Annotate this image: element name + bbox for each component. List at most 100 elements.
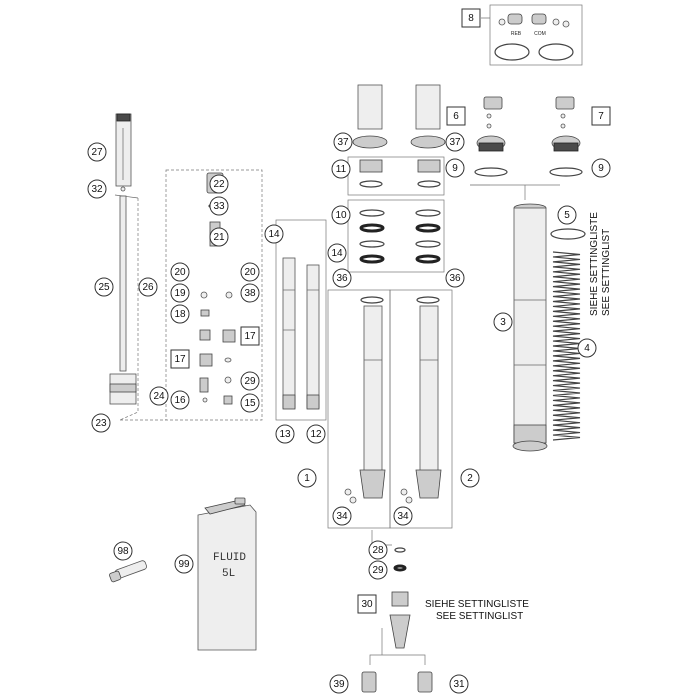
- callout-6: 6: [446, 106, 466, 126]
- callout-28: 28: [368, 540, 388, 560]
- callout-11: 11: [331, 159, 351, 179]
- spring-note-de: SIEHE SETTINGLISTE: [589, 212, 600, 316]
- callout-number: 30: [361, 599, 373, 610]
- inner-tube: [512, 203, 548, 452]
- callout-14: 14: [264, 224, 284, 244]
- spring-note-en: SEE SETTINGLIST: [601, 229, 612, 316]
- fluid-label-line1: FLUID: [213, 552, 246, 564]
- outer-tube-right: [400, 296, 442, 504]
- callout-number: 9: [452, 163, 458, 174]
- callout-13: 13: [275, 424, 295, 444]
- compression-knob-label: COM: [534, 31, 546, 37]
- callout-3: 3: [493, 312, 513, 332]
- callout-22: 22: [209, 174, 229, 194]
- callout-27: 27: [87, 142, 107, 162]
- callout-number: 98: [117, 546, 129, 557]
- callout-36: 36: [332, 268, 352, 288]
- callout-number: 20: [244, 267, 256, 278]
- callout-number: 22: [213, 179, 225, 190]
- callout-number: 16: [174, 395, 186, 406]
- fork-top-cap-right: [549, 96, 583, 177]
- callout-18: 18: [170, 304, 190, 324]
- setting-notes: SIEHE SETTINGLISTE SEE SETTINGLIST SIEHE…: [425, 212, 612, 622]
- callout-number: 19: [174, 288, 186, 299]
- callout-number: 21: [213, 232, 225, 243]
- callout-number: 29: [244, 376, 256, 387]
- callout-29: 29: [368, 560, 388, 580]
- fork-top-cap-left: [474, 96, 508, 177]
- callout-2: 2: [460, 468, 480, 488]
- callout-16: 16: [170, 390, 190, 410]
- part-drawings: REB COM: [109, 13, 586, 693]
- callout-number: 4: [584, 343, 590, 354]
- grease-tube: [109, 560, 147, 583]
- callout-number: 17: [174, 354, 186, 365]
- callout-9: 9: [591, 158, 611, 178]
- callout-37: 37: [445, 132, 465, 152]
- callout-15: 15: [240, 393, 260, 413]
- callout-19: 19: [170, 283, 190, 303]
- callout-number: 23: [95, 418, 107, 429]
- adjuster-knob-kit: REB COM: [494, 13, 574, 61]
- callout-4: 4: [577, 338, 597, 358]
- callout-5: 5: [557, 205, 577, 225]
- callout-99: 99: [174, 554, 194, 574]
- callout-number: 36: [336, 273, 348, 284]
- callout-33: 33: [209, 196, 229, 216]
- callout-17: 17: [170, 349, 190, 369]
- callout-31: 31: [449, 674, 469, 694]
- group-frames: [114, 4, 583, 665]
- callout-36: 36: [445, 268, 465, 288]
- fork-spring: [552, 251, 581, 441]
- callout-number: 14: [268, 229, 280, 240]
- callout-number: 24: [153, 391, 165, 402]
- callout-number: 39: [333, 679, 345, 690]
- callout-number: 3: [500, 317, 506, 328]
- callout-number: 17: [244, 331, 256, 342]
- callout-9: 9: [445, 158, 465, 178]
- callout-1: 1: [297, 468, 317, 488]
- seal-set-10: [359, 209, 441, 264]
- outer-tube-left: [344, 296, 386, 504]
- callout-number: 31: [453, 679, 465, 690]
- callout-number: 33: [213, 201, 225, 212]
- callout-30: 30: [357, 594, 377, 614]
- callout-number: 26: [142, 282, 154, 293]
- piston-note-en: SEE SETTINGLIST: [436, 611, 523, 622]
- callout-number: 27: [91, 147, 103, 158]
- callout-number: 6: [453, 111, 459, 122]
- callout-number: 29: [372, 565, 384, 576]
- callout-34: 34: [332, 506, 352, 526]
- callout-number: 11: [336, 164, 347, 175]
- callout-39: 39: [329, 674, 349, 694]
- callout-number: 8: [468, 13, 474, 24]
- callout-12: 12: [306, 424, 326, 444]
- callout-number: 2: [467, 473, 473, 484]
- piston-note-de: SIEHE SETTINGLISTE: [425, 599, 529, 610]
- callout-20: 20: [240, 262, 260, 282]
- callout-number: 20: [174, 267, 186, 278]
- fluid-label-line2: 5L: [222, 568, 235, 580]
- callout-number: 99: [178, 559, 190, 570]
- callout-number: 37: [337, 137, 349, 148]
- callout-number: 14: [331, 248, 343, 259]
- callout-number: 38: [244, 288, 256, 299]
- callout-21: 21: [209, 227, 229, 247]
- callout-14: 14: [327, 243, 347, 263]
- callout-10: 10: [331, 205, 351, 225]
- spring-seat-ring: [550, 228, 586, 240]
- callout-37: 37: [333, 132, 353, 152]
- callout-34: 34: [393, 506, 413, 526]
- rebound-knob-label: REB: [511, 31, 522, 37]
- callout-32: 32: [87, 179, 107, 199]
- callout-number: 13: [279, 429, 291, 440]
- callout-number: 1: [304, 473, 310, 484]
- callout-38: 38: [240, 283, 260, 303]
- callout-number: 34: [397, 511, 409, 522]
- callout-number: 36: [449, 273, 461, 284]
- callout-number: 18: [174, 309, 186, 320]
- callout-17: 17: [240, 326, 260, 346]
- callout-8: 8: [461, 8, 481, 28]
- callout-number: 28: [372, 545, 384, 556]
